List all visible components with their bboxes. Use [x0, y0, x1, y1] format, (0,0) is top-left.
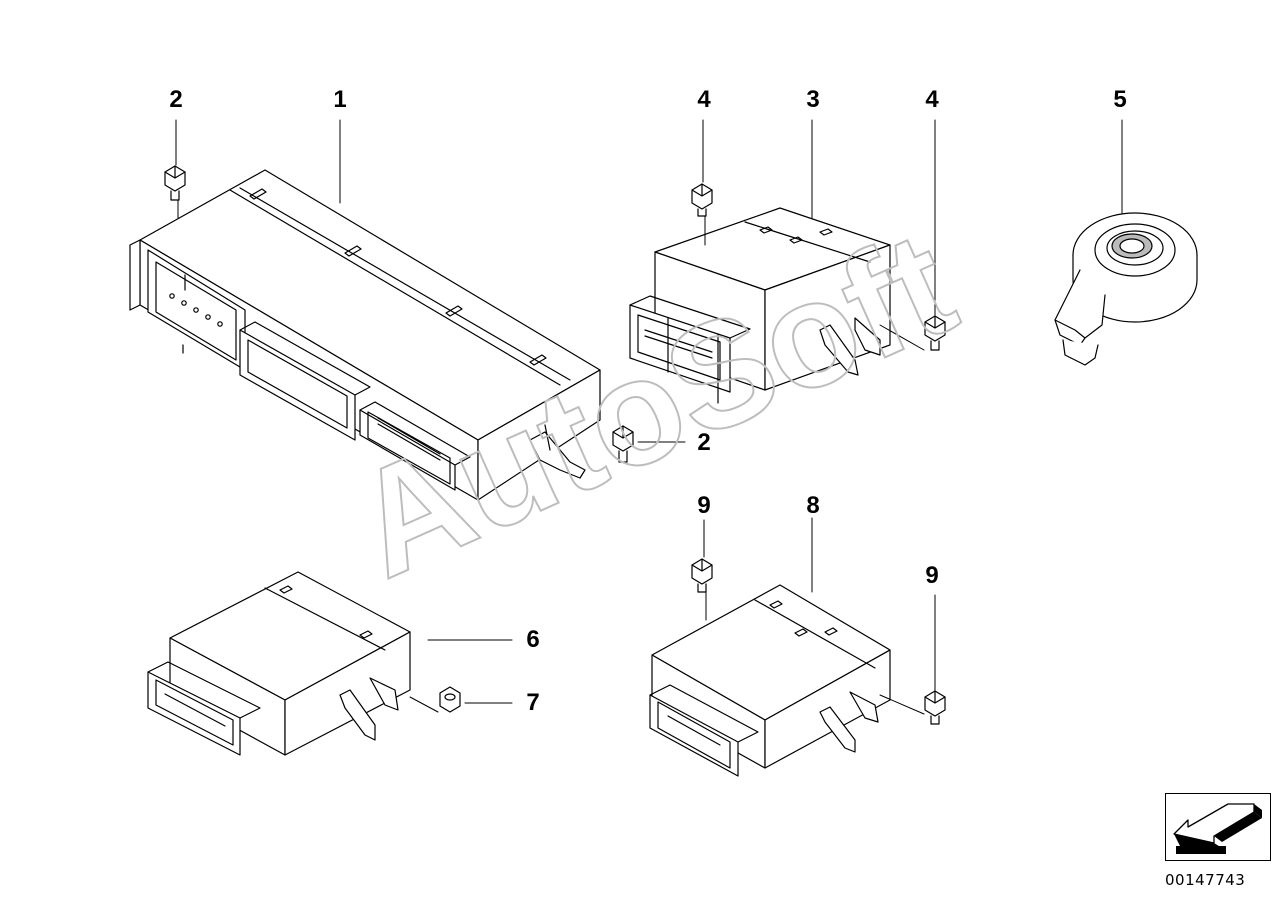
bolt-2-middle[interactable] [612, 425, 634, 463]
part-1-control-unit[interactable] [129, 169, 601, 501]
bolt-9-left[interactable] [691, 558, 713, 593]
callout-2-middle[interactable]: 2 [697, 429, 711, 456]
callout-1[interactable]: 1 [333, 86, 347, 113]
callout-2-top[interactable]: 2 [169, 86, 183, 113]
bolt-2-top[interactable] [164, 165, 186, 201]
callout-4-left[interactable]: 4 [697, 86, 711, 113]
back-navigation-button[interactable] [1165, 793, 1271, 861]
callout-8[interactable]: 8 [806, 492, 820, 519]
callout-9-right[interactable]: 9 [925, 562, 939, 589]
callout-7[interactable]: 7 [526, 689, 540, 716]
arrow-left-down-icon [1173, 803, 1262, 854]
callout-6[interactable]: 6 [526, 626, 540, 653]
callout-4-right[interactable]: 4 [925, 86, 939, 113]
nut-7[interactable] [439, 686, 461, 713]
leader-lines [175, 119, 1123, 715]
callout-9-left[interactable]: 9 [697, 492, 711, 519]
callout-3[interactable]: 3 [806, 86, 820, 113]
callout-5[interactable]: 5 [1113, 86, 1127, 113]
part-5-ring-antenna[interactable] [1054, 212, 1198, 366]
bolt-4-right[interactable] [924, 315, 946, 351]
part-8-control-unit[interactable] [649, 584, 891, 777]
part-6-control-unit[interactable] [147, 571, 411, 756]
bolt-9-right[interactable] [924, 690, 946, 725]
bolt-4-left[interactable] [691, 183, 713, 217]
diagram-catalog-number: 00147743 [1165, 871, 1246, 889]
part-3-control-unit[interactable] [629, 207, 891, 404]
